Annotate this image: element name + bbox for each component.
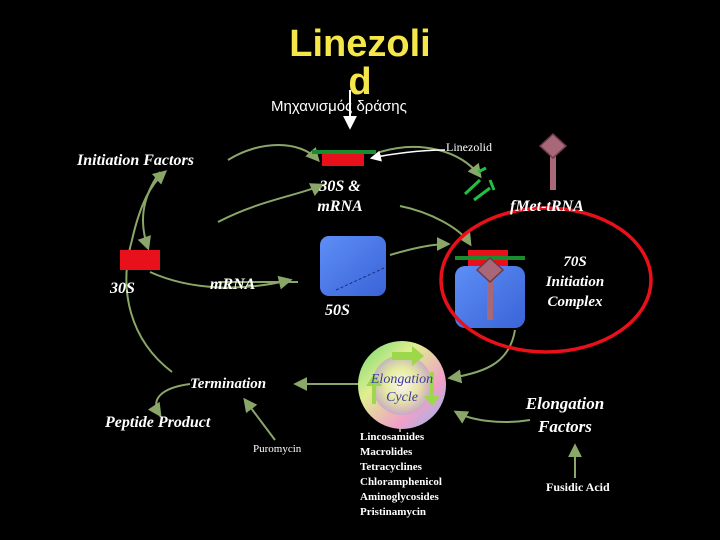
arrow-elongation-factors <box>453 410 531 424</box>
arrow-initiation-to-30s-mrna <box>227 144 320 163</box>
label-peptide-product: Peptide Product <box>105 414 211 431</box>
subunit-30s-shape <box>120 250 160 270</box>
inhibitor-item: Tetracyclines <box>360 461 422 473</box>
label-puromycin: Puromycin <box>253 443 302 455</box>
label-30s: 30S <box>110 280 135 297</box>
label-fmet-trna: fMet-tRNA <box>510 198 584 215</box>
inhibitor-item: Macrolides <box>360 446 413 458</box>
label-30s-mrna-line1: 30S & <box>319 178 361 195</box>
elongation-cycle-shape <box>358 341 446 429</box>
inhibitor-item: Aminoglycosides <box>360 491 439 503</box>
page-title-line2: d <box>348 61 372 103</box>
label-30s-mrna-line2: mRNA <box>317 198 363 215</box>
linezolid-molecule-icon <box>463 166 496 202</box>
label-70s-line2: Initiation <box>545 274 605 290</box>
arrow-puromycin <box>243 397 276 441</box>
arrow-30s-to-mrna-join <box>149 271 293 290</box>
arrow-70s-to-elongation <box>447 329 516 384</box>
arrow-50s-join <box>389 237 451 256</box>
inhibitor-item: Lincosamides <box>360 431 425 443</box>
label-elongation-cycle-line1: Elongation <box>370 372 434 387</box>
arrow-mrna-to-30s-mrna <box>217 183 325 223</box>
arrow-linezolid-side <box>369 149 446 162</box>
inhibitor-item: Chloramphenicol <box>360 476 442 488</box>
label-70s-line1: 70S <box>563 254 587 270</box>
subunit-50s-edge <box>335 267 385 291</box>
page-subtitle: Μηχανισμός δράσης <box>271 98 407 115</box>
label-elongation-cycle-line2: Cycle <box>386 390 418 405</box>
label-elongation-factors-line2: Factors <box>538 417 592 436</box>
subunit-50s-shape <box>320 236 386 296</box>
label-mrna: mRNA <box>210 276 256 293</box>
arrow-termination-to-peptide <box>147 383 191 418</box>
label-elongation-factors-line1: Elongation <box>525 394 605 413</box>
complex-70s-shape <box>455 250 525 328</box>
label-termination: Termination <box>190 376 267 392</box>
label-initiation-factors: Initiation Factors <box>77 152 194 169</box>
arrow-to-70s <box>399 205 472 247</box>
inhibitor-item: Pristinamycin <box>360 506 426 518</box>
arrow-termination-recycle <box>125 170 173 373</box>
elongation-inhibitor-list: Lincosamides Macrolides Tetracyclines Ch… <box>360 430 442 520</box>
highlight-ring <box>439 206 653 354</box>
label-fusidic-acid: Fusidic Acid <box>546 480 610 494</box>
page-title-line1: Linezoli <box>289 23 431 65</box>
label-50s: 50S <box>325 302 350 319</box>
fmet-trna-shape <box>538 132 568 190</box>
label-linezolid: Linezolid <box>446 140 492 154</box>
label-70s-line3: Complex <box>547 294 603 310</box>
arrow-initiation-down-to-30s <box>137 171 161 251</box>
